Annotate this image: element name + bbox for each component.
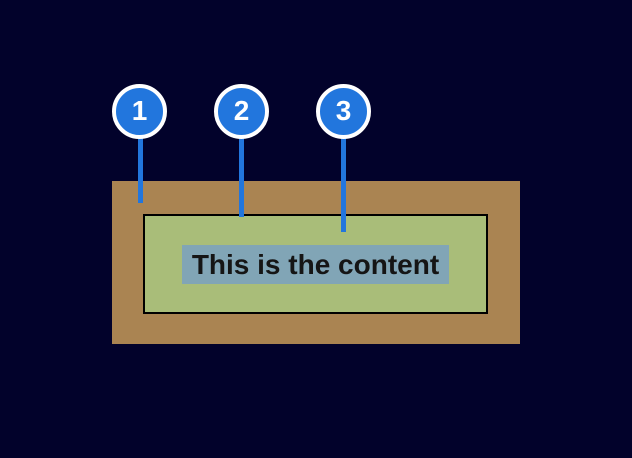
- content-highlight: This is the content: [181, 244, 450, 284]
- callout-line-1: [138, 130, 143, 203]
- callout-badge-2: 2: [214, 84, 269, 139]
- callout-1-label: 1: [131, 94, 148, 126]
- callout-line-3: [341, 130, 346, 232]
- padding-box: This is the content: [143, 214, 488, 314]
- callout-2-label: 2: [233, 94, 250, 126]
- callout-badge-3: 3: [316, 84, 371, 139]
- callout-3-label: 3: [335, 94, 352, 126]
- callout-badge-1: 1: [112, 84, 167, 139]
- callout-line-2: [239, 130, 244, 217]
